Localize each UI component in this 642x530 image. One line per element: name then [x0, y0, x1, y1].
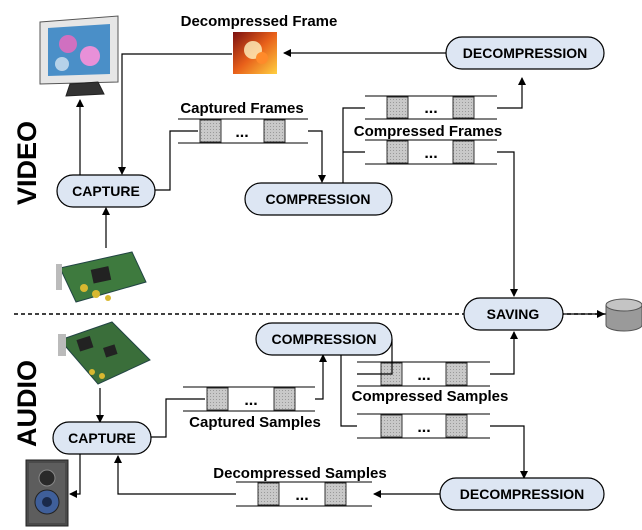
compressed-frames-buffer-top: ... — [365, 95, 497, 120]
buffer-ellipsis: ... — [417, 367, 430, 384]
buffer-ellipsis: ... — [244, 392, 257, 409]
buffer-ellipsis: ... — [235, 124, 248, 141]
flower-image-icon — [233, 32, 277, 74]
audio-capture-label: CAPTURE — [68, 430, 136, 446]
captured-frames-buffer: ... — [178, 118, 308, 144]
decompressed-frame-label: Decompressed Frame — [181, 13, 338, 30]
connectors — [69, 49, 605, 498]
buffer-ellipsis: ... — [424, 145, 437, 162]
video-compression-label: COMPRESSION — [265, 191, 370, 207]
compressed-samples-label: Compressed Samples — [352, 388, 509, 405]
captured-samples-buffer: ... — [183, 386, 315, 412]
audio-compression-label: COMPRESSION — [271, 331, 376, 347]
video-decompression-label: DECOMPRESSION — [463, 45, 587, 61]
buffer-ellipsis: ... — [295, 487, 308, 504]
video-compression-node: COMPRESSION — [244, 182, 393, 216]
speaker-icon — [25, 459, 69, 527]
monitor-icon — [39, 15, 119, 97]
audio-decompression-label: DECOMPRESSION — [460, 486, 584, 502]
decompressed-samples-label: Decompressed Samples — [213, 465, 386, 482]
audio-decompression-node: DECOMPRESSION — [439, 477, 605, 511]
captured-frames-label: Captured Frames — [180, 100, 303, 117]
disk-storage-icon — [605, 298, 642, 332]
saving-node: SAVING — [463, 297, 564, 331]
video-capture-card-icon — [56, 251, 147, 303]
audio-sound-card-icon — [58, 321, 151, 385]
compressed-frames-label: Compressed Frames — [354, 123, 502, 140]
video-capture-node: CAPTURE — [56, 174, 156, 208]
video-capture-label: CAPTURE — [72, 183, 140, 199]
audio-capture-node: CAPTURE — [52, 421, 152, 455]
compressed-frames-buffer-bottom: ... — [365, 139, 497, 165]
compressed-samples-buffer-bottom: ... — [357, 413, 490, 439]
audio-compression-node: COMPRESSION — [255, 322, 393, 356]
captured-samples-label: Captured Samples — [189, 414, 321, 431]
buffer-ellipsis: ... — [424, 100, 437, 117]
decompressed-samples-buffer: ... — [236, 481, 372, 507]
video-decompression-node: DECOMPRESSION — [445, 36, 605, 70]
video-section-label: VIDEO — [12, 121, 42, 205]
buffer-ellipsis: ... — [417, 419, 430, 436]
audio-section-label: AUDIO — [12, 360, 42, 447]
saving-label: SAVING — [487, 306, 540, 322]
